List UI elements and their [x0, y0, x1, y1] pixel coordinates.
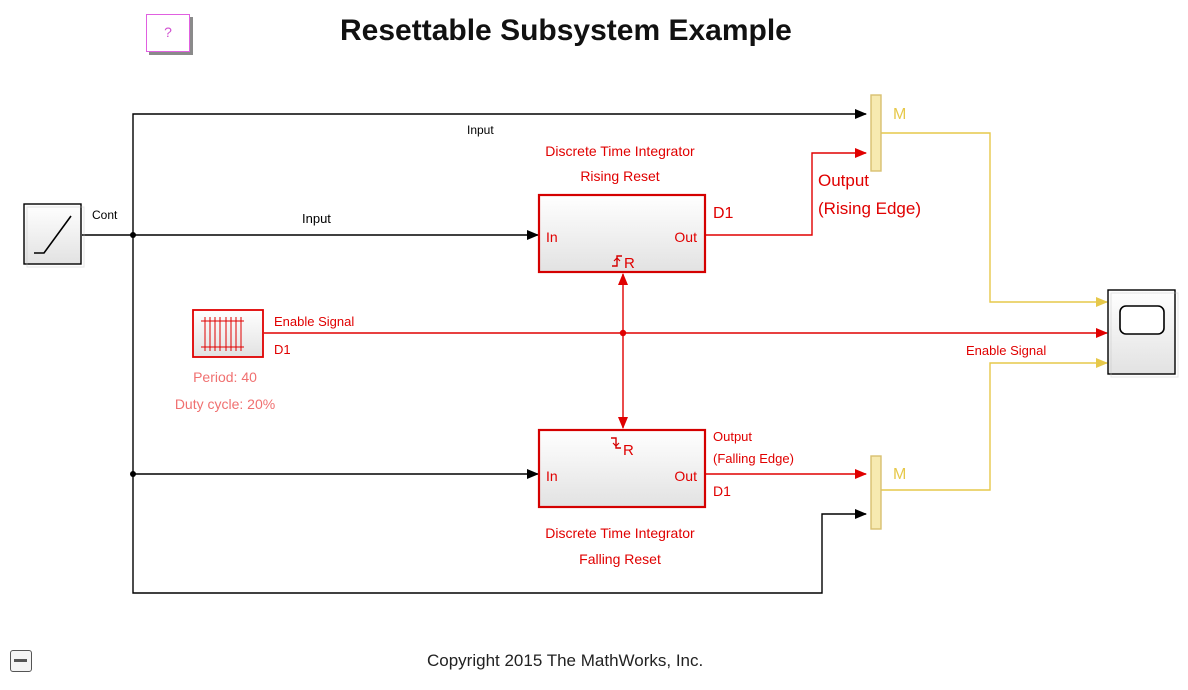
- integrator-falling-title-1: Discrete Time Integrator: [545, 525, 695, 541]
- minus-icon: [14, 659, 27, 662]
- pulse-period-label: Period: 40: [193, 369, 257, 385]
- integrator-rising-block[interactable]: [537, 193, 707, 274]
- falling-arrow-icon: [612, 442, 620, 447]
- integrator-rising-title-1: Discrete Time Integrator: [545, 143, 695, 159]
- scope-enable-signal-label: Enable Signal: [966, 343, 1046, 358]
- output-signal-lines[interactable]: [706, 148, 867, 479]
- pulse-train-icon: [201, 317, 244, 351]
- falling-edge-icon: [611, 437, 621, 449]
- integrator-falling-reset-port: R: [623, 442, 634, 459]
- rising-edge-icon: [612, 255, 622, 267]
- integrator-falling-rate-label: D1: [713, 483, 731, 499]
- integrator-rising-in-port: In: [546, 229, 558, 245]
- output-rising-label-2: (Rising Edge): [818, 199, 921, 218]
- mux-top-rate-label: M: [893, 106, 906, 123]
- pulse-duty-label: Duty cycle: 20%: [175, 396, 275, 412]
- enable-signal-label: Enable Signal: [274, 314, 354, 329]
- ramp-signal-lines[interactable]: [82, 109, 867, 594]
- page-title: Resettable Subsystem Example: [340, 14, 792, 47]
- mux-top-block[interactable]: [870, 94, 882, 172]
- scope-block[interactable]: [1107, 289, 1179, 378]
- scope-screen-icon: [1119, 305, 1165, 335]
- mux-bottom-block[interactable]: [870, 455, 882, 530]
- rising-arrow-icon: [613, 257, 621, 262]
- mux-bottom-rate-label: M: [893, 466, 906, 483]
- integrator-falling-title-2: Falling Reset: [579, 551, 661, 567]
- output-falling-label-1: Output: [713, 429, 752, 444]
- branch-point: [619, 329, 627, 337]
- integrator-rising-out-port: Out: [674, 229, 697, 245]
- output-rising-label-1: Output: [818, 171, 869, 190]
- help-button[interactable]: ?: [146, 14, 190, 52]
- integrator-rising-title-2: Rising Reset: [580, 168, 659, 184]
- input-signal-label-mid: Input: [302, 211, 331, 226]
- input-signal-label-top: Input: [467, 123, 494, 137]
- integrator-rising-reset-port: R: [624, 255, 635, 272]
- integrator-falling-out-port: Out: [674, 468, 697, 484]
- pulse-generator-block[interactable]: [192, 309, 264, 358]
- branch-point: [130, 471, 136, 477]
- mux-signal-lines[interactable]: [881, 132, 1108, 491]
- branch-point: [130, 232, 136, 238]
- output-falling-label-2: (Falling Edge): [713, 451, 794, 466]
- ramp-icon: [34, 215, 72, 254]
- integrator-falling-in-port: In: [546, 468, 558, 484]
- integrator-rising-rate-label: D1: [713, 205, 734, 222]
- pulse-rate-label: D1: [274, 342, 291, 357]
- ramp-block[interactable]: [23, 203, 85, 268]
- collapse-button[interactable]: [10, 650, 32, 672]
- enable-signal-lines[interactable]: [264, 273, 1108, 429]
- ramp-signal-label: Cont: [92, 208, 118, 222]
- integrator-falling-block[interactable]: [537, 428, 707, 509]
- copyright-notice: Copyright 2015 The MathWorks, Inc.: [427, 651, 704, 670]
